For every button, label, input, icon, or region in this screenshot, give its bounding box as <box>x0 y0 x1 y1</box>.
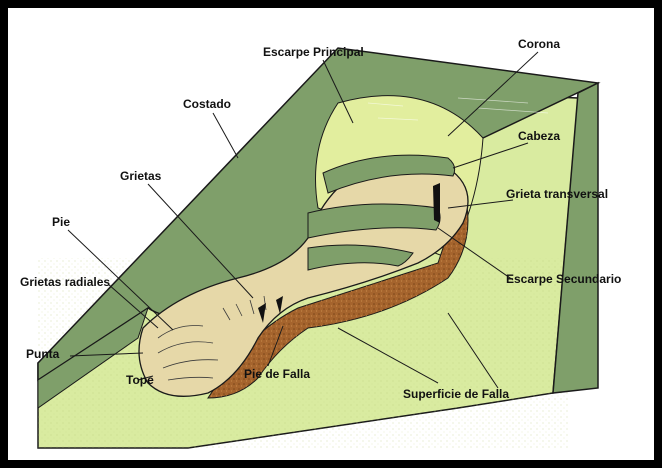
label-pie: Pie <box>52 215 70 229</box>
label-costado: Costado <box>183 97 231 111</box>
label-escarpe-secundario: Escarpe Secundario <box>506 272 621 286</box>
label-cabeza: Cabeza <box>518 129 560 143</box>
label-grietas-radiales: Grietas radiales <box>20 275 110 289</box>
label-superficie-de-falla: Superficie de Falla <box>403 387 509 401</box>
diagram-panel: Escarpe Principal Corona Costado Cabeza … <box>8 8 654 460</box>
label-escarpe-principal: Escarpe Principal <box>263 45 364 59</box>
label-tope: Tope <box>126 373 154 387</box>
label-grietas: Grietas <box>120 169 162 183</box>
label-punta: Punta <box>26 347 60 361</box>
label-corona: Corona <box>518 37 560 51</box>
landslide-diagram: Escarpe Principal Corona Costado Cabeza … <box>8 8 654 460</box>
label-grieta-transversal: Grieta transversal <box>506 187 608 201</box>
label-pie-de-falla: Pie de Falla <box>244 367 310 381</box>
